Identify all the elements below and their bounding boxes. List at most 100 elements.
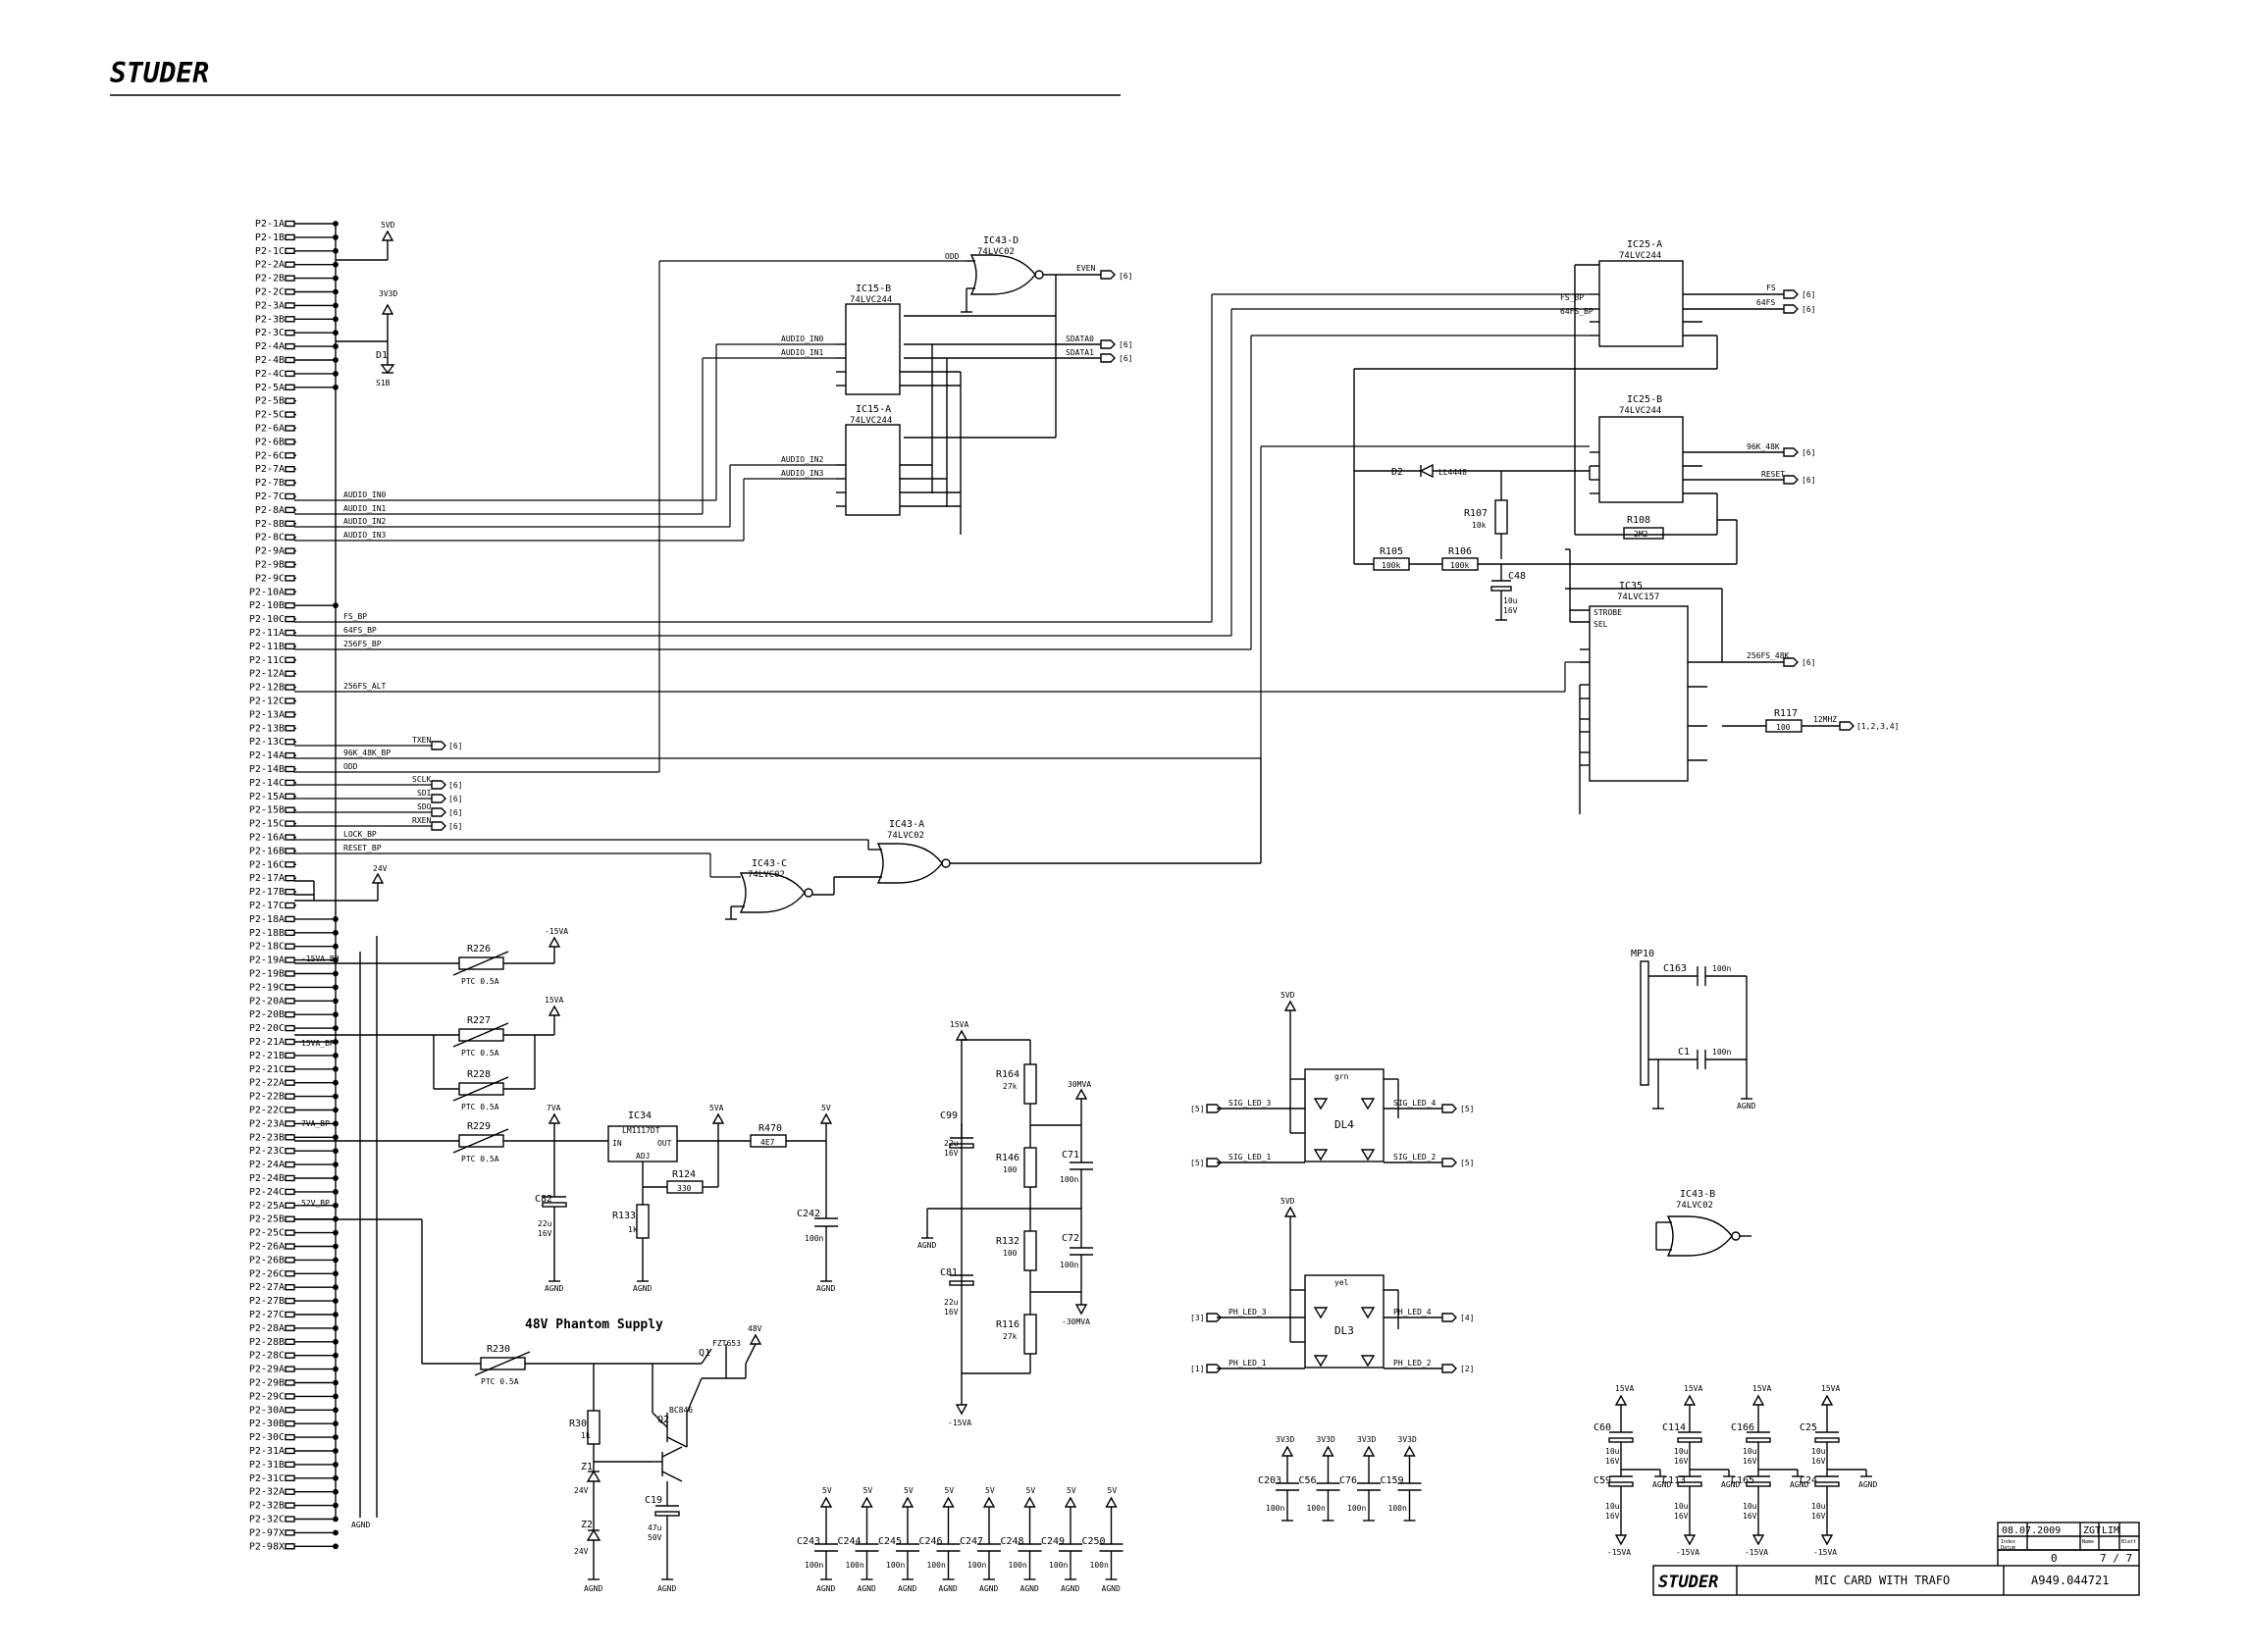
tb-label-date: Datum xyxy=(2001,1545,2015,1551)
r229-val: PTC 0.5A xyxy=(461,1155,499,1163)
net-256fs48k: 256FS_48K xyxy=(1747,651,1790,660)
ic35-ref: IC35 xyxy=(1619,581,1643,592)
r146-body xyxy=(1023,1147,1037,1188)
net-sig-led3: SIG_LED_3 xyxy=(1228,1099,1272,1108)
connector-pin-label: P2-31B xyxy=(249,1460,285,1471)
r132-val: 100 xyxy=(1003,1249,1018,1258)
decoupling-15va-groups: 15VAC6010u16VC5910u16VAGND-15VA15VAC1141… xyxy=(1594,1384,1877,1557)
decap-ref: C249 xyxy=(1041,1536,1065,1547)
connector-pin-contact xyxy=(285,1229,295,1236)
connector-pin-contact xyxy=(285,888,295,896)
decap-gnd: AGND xyxy=(1061,1584,1079,1593)
connector-pin-label: P2-13A xyxy=(249,709,285,720)
connector-pin-contact xyxy=(285,561,295,568)
ref-sclk: [6] xyxy=(448,781,462,790)
r124-ref: R124 xyxy=(672,1169,696,1180)
ref-sdo: [6] xyxy=(448,808,462,817)
gnd-mp10: AGND xyxy=(1737,1102,1755,1110)
connector-pin-contact xyxy=(285,643,295,650)
decap-value: 100n xyxy=(1009,1561,1027,1570)
connector-pin-contact xyxy=(285,848,295,854)
rail-30mva: 30MVA xyxy=(1068,1080,1091,1089)
c1-ref: C1 xyxy=(1678,1047,1690,1058)
decap-value: 10u xyxy=(1605,1447,1620,1456)
connector-pin-label: P2-30B xyxy=(249,1419,285,1429)
connector-pin-label: P2-23A xyxy=(249,1118,285,1129)
connector-pin-label: P2-6A xyxy=(255,424,285,435)
net-reset: RESET xyxy=(1761,470,1785,479)
decap-ref: C203 xyxy=(1258,1475,1281,1486)
connector-pin-contact xyxy=(285,806,295,813)
connector-pin-label: P2-20B xyxy=(249,1009,285,1020)
decap-volt: 16V xyxy=(1811,1512,1826,1521)
decap-ref: C244 xyxy=(838,1536,862,1547)
connector-pin-contact xyxy=(285,1447,295,1455)
rail-arrow xyxy=(1751,1534,1765,1546)
tb-label-sheet: Blatt xyxy=(2121,1539,2136,1545)
ref-reset: [6] xyxy=(1802,476,1815,485)
rail-arrow xyxy=(1820,1534,1834,1546)
ic43b-part: 74LVC02 xyxy=(1676,1201,1713,1211)
ref-12mhz: [1,2,3,4] xyxy=(1856,722,1899,731)
ic43c-part: 74LVC02 xyxy=(748,870,785,880)
connector-pin-contact xyxy=(285,1147,295,1155)
r107-val: 10k xyxy=(1472,521,1487,530)
r117-val: 100 xyxy=(1776,723,1791,732)
title-block xyxy=(1652,1522,2140,1596)
connector-pin-contact xyxy=(285,875,295,882)
r228-val: PTC 0.5A xyxy=(461,1103,499,1111)
connector-pin-contact xyxy=(285,629,295,637)
ic43d-part: 74LVC02 xyxy=(977,247,1015,257)
c82-val: 22u xyxy=(538,1219,552,1228)
connector-pin-contact xyxy=(285,1297,295,1305)
net-256fs-bp: 256FS_BP xyxy=(343,640,382,648)
r133-ref: R133 xyxy=(612,1211,636,1221)
connector-pin-label: P2-9B xyxy=(255,560,285,571)
connector-pin-label: P2-2B xyxy=(255,274,285,284)
tb-date: 08.07.2009 xyxy=(2002,1525,2061,1536)
net-reset: RESET_BP xyxy=(343,844,382,852)
rail-5vd-dl3: 5VD xyxy=(1280,1197,1295,1206)
r132-body xyxy=(1023,1230,1037,1271)
connector-pin-label: P2-23B xyxy=(249,1132,285,1143)
decap-plate xyxy=(1814,1481,1840,1487)
decap-value: 100n xyxy=(927,1561,946,1570)
r470-ref: R470 xyxy=(758,1123,782,1134)
connector-pin-contact xyxy=(285,356,295,364)
rail-arrow xyxy=(819,1496,833,1508)
ic35-strobe: STROBE xyxy=(1594,608,1622,617)
decap-ref: C159 xyxy=(1381,1475,1404,1486)
decap-gnd: AGND xyxy=(939,1584,958,1593)
rail-arrow xyxy=(1683,1394,1697,1406)
c48-ref: C48 xyxy=(1508,571,1526,582)
net-sig-led1: SIG_LED_1 xyxy=(1228,1153,1272,1162)
connector-pin-label: P2-15A xyxy=(249,792,285,802)
ic35-sel: SEL xyxy=(1594,620,1608,629)
connector-pin-contact xyxy=(285,220,295,228)
connector-pin-label: P2-11A xyxy=(249,628,285,639)
dl4-led-module xyxy=(1206,1000,1457,1167)
ref-fs: [6] xyxy=(1802,290,1815,299)
rail-15va-2: 15VA xyxy=(950,1020,968,1029)
c99-val: 22u xyxy=(944,1139,959,1148)
r105-val: 100k xyxy=(1382,561,1400,570)
decap-rail-label: 5V xyxy=(1067,1486,1076,1495)
connector-pin-contact xyxy=(285,1283,295,1291)
connector-pin-label: P2-30A xyxy=(249,1405,285,1416)
rail-arrow xyxy=(1614,1534,1628,1546)
c19-val: 47u xyxy=(648,1523,662,1532)
connector-pin-label: P2-17A xyxy=(249,873,285,884)
ref-ph2: [2] xyxy=(1460,1365,1474,1373)
connector-pin-label: P2-27C xyxy=(249,1310,285,1320)
rail-arrow xyxy=(901,1496,914,1508)
net-sig-led2: SIG_LED_2 xyxy=(1393,1153,1437,1162)
net-sclk: SCLK xyxy=(412,775,431,784)
decap-ref: C165 xyxy=(1731,1475,1754,1486)
ic15a-ref: IC15-A xyxy=(856,404,891,415)
net-fs: FS xyxy=(1766,284,1776,292)
connector-pin-label: P2-19A xyxy=(249,955,285,966)
rail-15va-1: 15VA xyxy=(545,996,563,1005)
c48-val: 10u xyxy=(1503,596,1518,605)
connector-pin-contact xyxy=(285,697,295,704)
section-phantom-title: 48V Phantom Supply xyxy=(525,1317,663,1332)
